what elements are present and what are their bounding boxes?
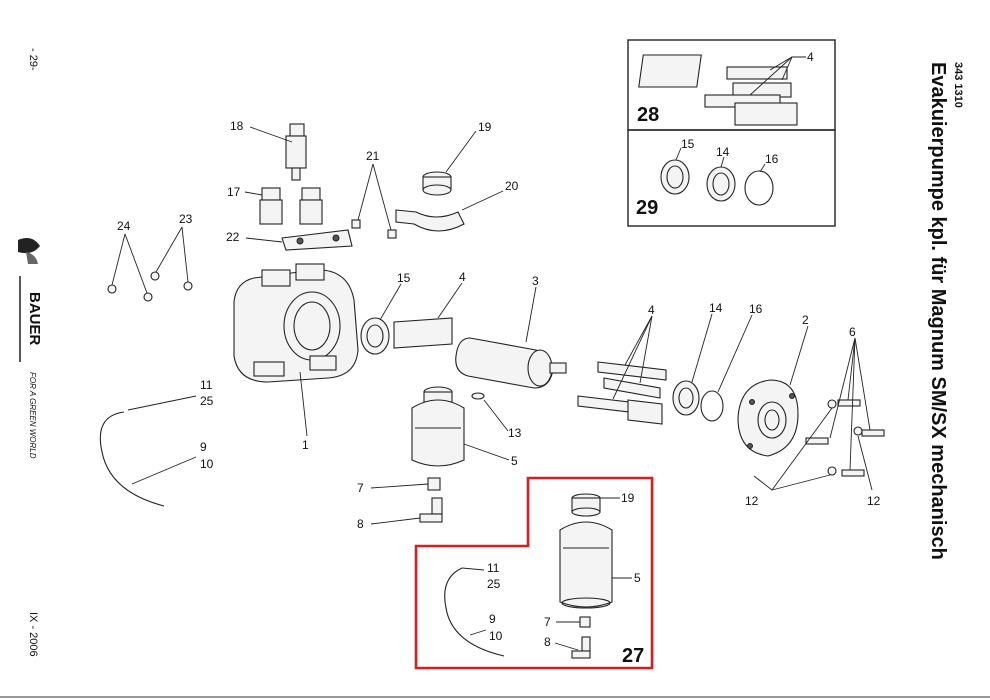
callout-1: 1 <box>302 438 309 452</box>
kit-28-label: 28 <box>637 104 659 126</box>
callout-7: 7 <box>357 481 364 495</box>
kit29-callout-15: 15 <box>681 137 695 151</box>
part-17-hose-nipples: 17 <box>227 185 323 225</box>
callout-8: 8 <box>357 517 364 531</box>
kit29-callout-16: 16 <box>765 152 779 166</box>
kit29-callout-14: 14 <box>716 145 730 159</box>
part-1-pump-housing: 1 <box>233 263 359 452</box>
date-stamp: IX - 2006 <box>27 612 39 657</box>
callout-2: 2 <box>802 313 809 327</box>
callout-10: 10 <box>200 457 214 471</box>
kit-28-box: 4 28 <box>627 39 836 131</box>
page-number: - 29- <box>27 48 39 71</box>
callout-23: 23 <box>179 212 193 226</box>
part-15-bearing: 15 <box>360 271 411 355</box>
callout-4-right: 4 <box>648 303 655 317</box>
kit27-callout-10: 10 <box>489 629 503 643</box>
part-9-10-hose: 11 25 9 10 <box>99 378 214 507</box>
bauer-logo-icon <box>18 238 40 362</box>
part-7-8-fittings: 7 8 <box>357 477 443 531</box>
part-5-oil-bowl: 5 <box>411 386 518 468</box>
callout-12-right: 12 <box>867 494 881 508</box>
callout-24: 24 <box>117 219 131 233</box>
part-21-screws: 21 <box>351 149 397 239</box>
callout-5: 5 <box>511 454 518 468</box>
callout-18: 18 <box>230 119 244 133</box>
part-22-bracket: 22 <box>226 229 353 251</box>
callout-3: 3 <box>532 274 539 288</box>
callout-9: 9 <box>200 440 207 454</box>
callout-25: 25 <box>200 394 214 408</box>
part-6-12-bolts-washers: 6 12 12 <box>745 325 885 508</box>
callout-15: 15 <box>397 271 411 285</box>
kit27-callout-25: 25 <box>487 577 501 591</box>
part-18-valve: 18 <box>230 119 307 181</box>
part-2-end-plate: 2 <box>737 313 809 457</box>
callout-14: 14 <box>709 301 723 315</box>
callout-6: 6 <box>849 325 856 339</box>
part-4-vane: 4 <box>393 270 466 349</box>
kit27-callout-11: 11 <box>487 561 500 575</box>
callout-22: 22 <box>226 230 240 244</box>
part-19-cap: 19 <box>422 120 492 196</box>
kit27-callout-5: 5 <box>634 571 641 585</box>
callout-11: 11 <box>200 378 213 392</box>
left-margin: - 29- BAUER FOR A GREEN WORLD IX - 2006 <box>18 48 43 657</box>
part-3-rotor: 3 <box>455 274 567 389</box>
page-title: Evakuierpumpe kpl. für Magnum SM/SX mech… <box>927 62 949 560</box>
callout-20: 20 <box>505 179 519 193</box>
kit27-callout-8: 8 <box>544 635 551 649</box>
part-20-clamp: 20 <box>395 179 519 232</box>
callout-12-left: 12 <box>745 494 759 508</box>
part-14-bearing: 14 <box>672 301 723 416</box>
kit27-callout-7: 7 <box>544 615 551 629</box>
brand-slogan: FOR A GREEN WORLD <box>28 372 37 459</box>
part-23-24-nuts: 24 23 <box>107 212 193 302</box>
part-13-plug: 13 <box>471 392 522 440</box>
kit27-callout-9: 9 <box>489 612 496 626</box>
callout-4: 4 <box>459 270 466 284</box>
part-16-circlip: 16 <box>700 302 763 422</box>
kit27-callout-19: 19 <box>621 491 635 505</box>
kit-29-label: 29 <box>636 197 658 219</box>
doc-number: 343 1310 <box>952 62 964 108</box>
callout-21: 21 <box>366 149 380 163</box>
kit-27-label: 27 <box>622 645 644 667</box>
kit-29-box: 15 14 16 29 <box>627 129 836 227</box>
callout-17: 17 <box>227 185 241 199</box>
callout-19: 19 <box>478 120 492 134</box>
part-4-vanes-group: 4 <box>577 303 667 425</box>
callout-16: 16 <box>749 302 763 316</box>
kit28-callout-4: 4 <box>807 50 814 64</box>
title-block: Evakuierpumpe kpl. für Magnum SM/SX mech… <box>927 62 964 560</box>
brand-name: BAUER <box>26 292 43 346</box>
kit-27-box: 19 5 11 25 9 10 7 8 27 <box>414 476 654 670</box>
callout-13: 13 <box>508 426 522 440</box>
